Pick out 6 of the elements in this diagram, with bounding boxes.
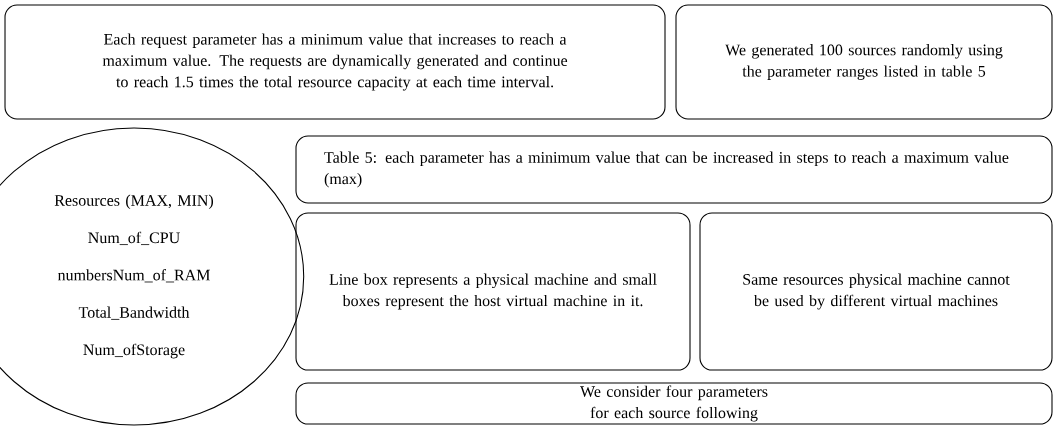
- text-box: Line box represents a physical machine and small boxes represent the host virtual machine in it.: [295, 212, 691, 371]
- text-box: We generated 100 sources randomly using the parameter ranges listed in table 5: [675, 4, 1053, 120]
- text-box: Each request parameter has a minimum value that increases to reach a maximum value. The requests are dynamically generated and continue to reach 1.5 times the total resource capacity at each time interval.: [4, 4, 666, 120]
- text-box: Same resources physical machine cannot be used by different virtual machines: [699, 212, 1053, 371]
- text-box: Table 5: each parameter has a minimum value that can be increased in steps to reach a maximum value (max): [295, 135, 1053, 204]
- text-box: We consider four parameters for each source following: [295, 382, 1053, 425]
